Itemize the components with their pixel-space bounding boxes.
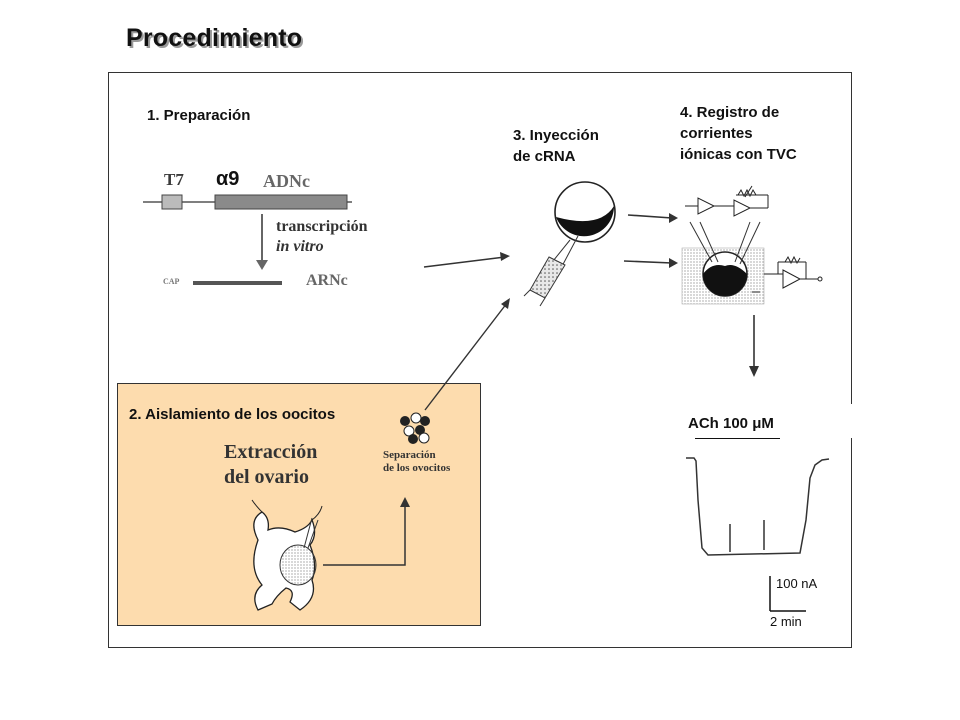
separation-label-line1: Separación — [383, 449, 436, 461]
extraction-label-line2: del ovario — [224, 466, 309, 488]
arrow-injection-to-recording-bottom — [623, 260, 673, 264]
procedure-frame — [108, 72, 852, 648]
transcription-arrow-head — [256, 260, 268, 270]
scale-current-label: 100 nA — [776, 576, 818, 591]
arrow-isolation-to-injection-head — [501, 298, 510, 309]
agonist-label-background — [680, 404, 855, 438]
page-title: Procedimiento — [126, 24, 303, 52]
scale-time-label: 2 min — [770, 614, 802, 629]
step1-label: 1. Preparación — [147, 107, 251, 124]
frog-illustration — [251, 499, 323, 611]
agonist-label: ACh 100 μM — [688, 415, 774, 432]
arrow-extraction-to-separation — [323, 505, 406, 566]
arnc-label: ARNc — [306, 272, 348, 289]
current-trace — [686, 437, 830, 612]
injection-pipette — [523, 235, 579, 307]
transcription-label: transcripción — [276, 218, 368, 235]
step3-label-line2: de cRNA — [513, 148, 576, 165]
adnc-label: ADNc — [263, 171, 310, 191]
t7-label: T7 — [164, 170, 184, 189]
in-vitro-label: in vitro — [276, 238, 324, 255]
separation-label-line2: de los ovocitos — [383, 462, 451, 474]
step3-label-line1: 3. Inyección — [513, 127, 599, 144]
alpha9-cdna-box — [214, 194, 348, 210]
step4-label-line1: 4. Registro de — [680, 104, 780, 121]
cap-label: CAP — [163, 277, 180, 286]
arrow-isolation-to-injection — [424, 302, 508, 411]
oocyte-cluster-icon — [400, 412, 430, 444]
step4-label-line3: iónicas con TVC — [680, 146, 797, 163]
tvc-setup-illustration — [681, 185, 823, 305]
arrow-prep-to-injection-head — [500, 252, 510, 261]
extraction-label-line1: Extracción — [224, 441, 318, 463]
alpha9-label: α9 — [216, 168, 240, 190]
arrow-injection-to-recording-top — [627, 214, 673, 219]
step4-label-line2: corrientes — [680, 125, 753, 142]
arrow-prep-to-injection — [423, 256, 506, 268]
t7-promoter-box — [161, 194, 183, 210]
injected-oocyte — [554, 181, 616, 243]
step2-label: 2. Aislamiento de los oocitos — [129, 406, 336, 423]
